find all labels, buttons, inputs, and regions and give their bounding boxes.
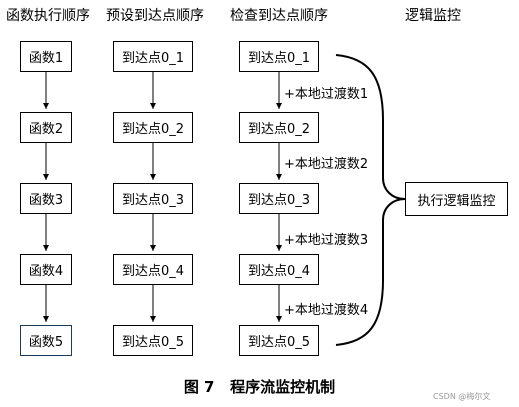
function-box-5: 函数5 [20,325,72,356]
check-point-box-2: 到达点0_2 [239,112,319,143]
logic-monitor-box: 执行逻辑监控 [405,182,508,216]
watermark: CSDN @梅尔文 [433,392,491,401]
figure-caption: 图 7 程序流监控机制 [183,378,336,396]
function-box-1: 函数1 [20,41,72,72]
header-logic-monitor: 逻辑监控 [405,8,461,24]
transition-label-2: +本地过渡数2 [284,157,369,172]
preset-point-box-3: 到达点0_3 [113,183,193,214]
check-point-box-1: 到达点0_1 [239,41,319,72]
preset-point-box-5: 到达点0_5 [113,325,193,356]
preset-point-box-1: 到达点0_1 [113,41,193,72]
function-box-4: 函数4 [20,254,72,285]
preset-point-box-4: 到达点0_4 [113,254,193,285]
check-point-box-3: 到达点0_3 [239,183,319,214]
header-function-order: 函数执行顺序 [6,8,90,24]
header-preset-order: 预设到达点顺序 [106,8,204,24]
function-box-2: 函数2 [20,112,72,143]
check-point-box-5: 到达点0_5 [239,325,319,356]
check-point-box-4: 到达点0_4 [239,254,319,285]
preset-point-box-2: 到达点0_2 [113,112,193,143]
transition-label-1: +本地过渡数1 [284,87,369,102]
transition-label-4: +本地过渡数4 [284,303,369,318]
transition-label-3: +本地过渡数3 [284,233,369,248]
function-box-3: 函数3 [20,183,72,214]
header-check-order: 检查到达点顺序 [230,8,328,24]
